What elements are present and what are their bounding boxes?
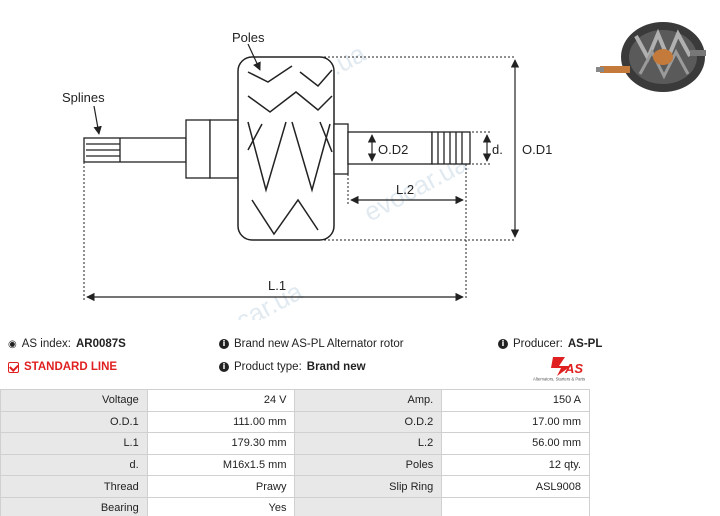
spec-label: L.2 [294,432,443,455]
as-index: ◉ AS index: AR0087S [8,338,126,350]
spec-label: Voltage [0,389,148,412]
label-od2: O.D2 [378,142,408,157]
spec-label: Bearing [0,496,148,516]
eye-icon: ◉ [8,338,17,350]
claw-pole-body [237,56,335,241]
standard-line-text: STANDARD LINE [24,361,118,373]
dimension-arrows [86,43,520,302]
spec-value [441,496,590,516]
spec-value: 150 A [441,389,590,412]
info-icon: i [498,339,508,349]
spec-label: Amp. [294,389,443,412]
spec-value: 12 qty. [441,453,590,477]
spec-value: M16x1.5 mm [146,453,296,477]
producer: i Producer: AS-PL [498,338,602,350]
label-od1: O.D1 [522,142,552,157]
producer-label: Producer: [513,338,563,350]
product-type-label: Product type: [234,361,302,373]
spec-label [294,496,443,516]
spec-value: 56.00 mm [441,432,590,455]
rotor-photo-icon [596,22,706,92]
shaft-splines [83,119,239,179]
product-description: i Brand new AS-PL Alternator rotor [219,338,404,350]
spec-label: d. [0,453,148,477]
extension-lines [83,56,515,300]
spec-value: 17.00 mm [441,410,590,434]
spec-label: O.D.1 [0,410,148,434]
product-type: i Product type: Brand new [219,361,366,373]
spec-value: Yes [146,496,296,516]
label-d: d. [492,142,503,157]
logo-text: AS [564,361,583,376]
spec-label: L.1 [0,432,148,455]
spec-label: O.D.2 [294,410,443,434]
watermark-text: evocar.ua [194,276,308,320]
as-index-value[interactable]: AR0087S [75,338,126,350]
spec-label: Thread [0,475,148,498]
checkbox-icon [8,361,19,373]
shaft-right [333,123,471,175]
label-splines: Splines [62,90,105,105]
spec-value: 179.30 mm [146,432,296,455]
info-icon: i [219,339,229,349]
product-type-value: Brand new [306,361,366,373]
as-index-label: AS index: [21,338,71,350]
spec-value: 24 V [146,389,296,412]
standard-line-badge: STANDARD LINE [8,361,117,373]
spec-value: 111.00 mm [146,410,296,434]
label-poles: Poles [232,30,265,45]
rotor-diagram: evocar.ua evocar.ua evocar.ua [62,22,706,320]
producer-value: AS-PL [567,338,603,350]
label-l1: L.1 [268,278,286,293]
logo-tagline: Alternators, Starters & Parts [533,377,585,382]
spec-value: ASL9008 [441,475,590,498]
info-icon: i [219,362,229,372]
spec-value: Prawy [146,475,296,498]
info-row-2: STANDARD LINE i Product type: Brand new [0,361,720,379]
spec-label: Slip Ring [294,475,443,498]
spec-label: Poles [294,453,443,477]
description-text: Brand new AS-PL Alternator rotor [234,338,404,350]
as-pl-logo: AS Alternators, Starters & Parts [533,357,585,382]
info-row-1: ◉ AS index: AR0087S i Brand new AS-PL Al… [0,338,720,356]
label-l2: L.2 [396,182,414,197]
